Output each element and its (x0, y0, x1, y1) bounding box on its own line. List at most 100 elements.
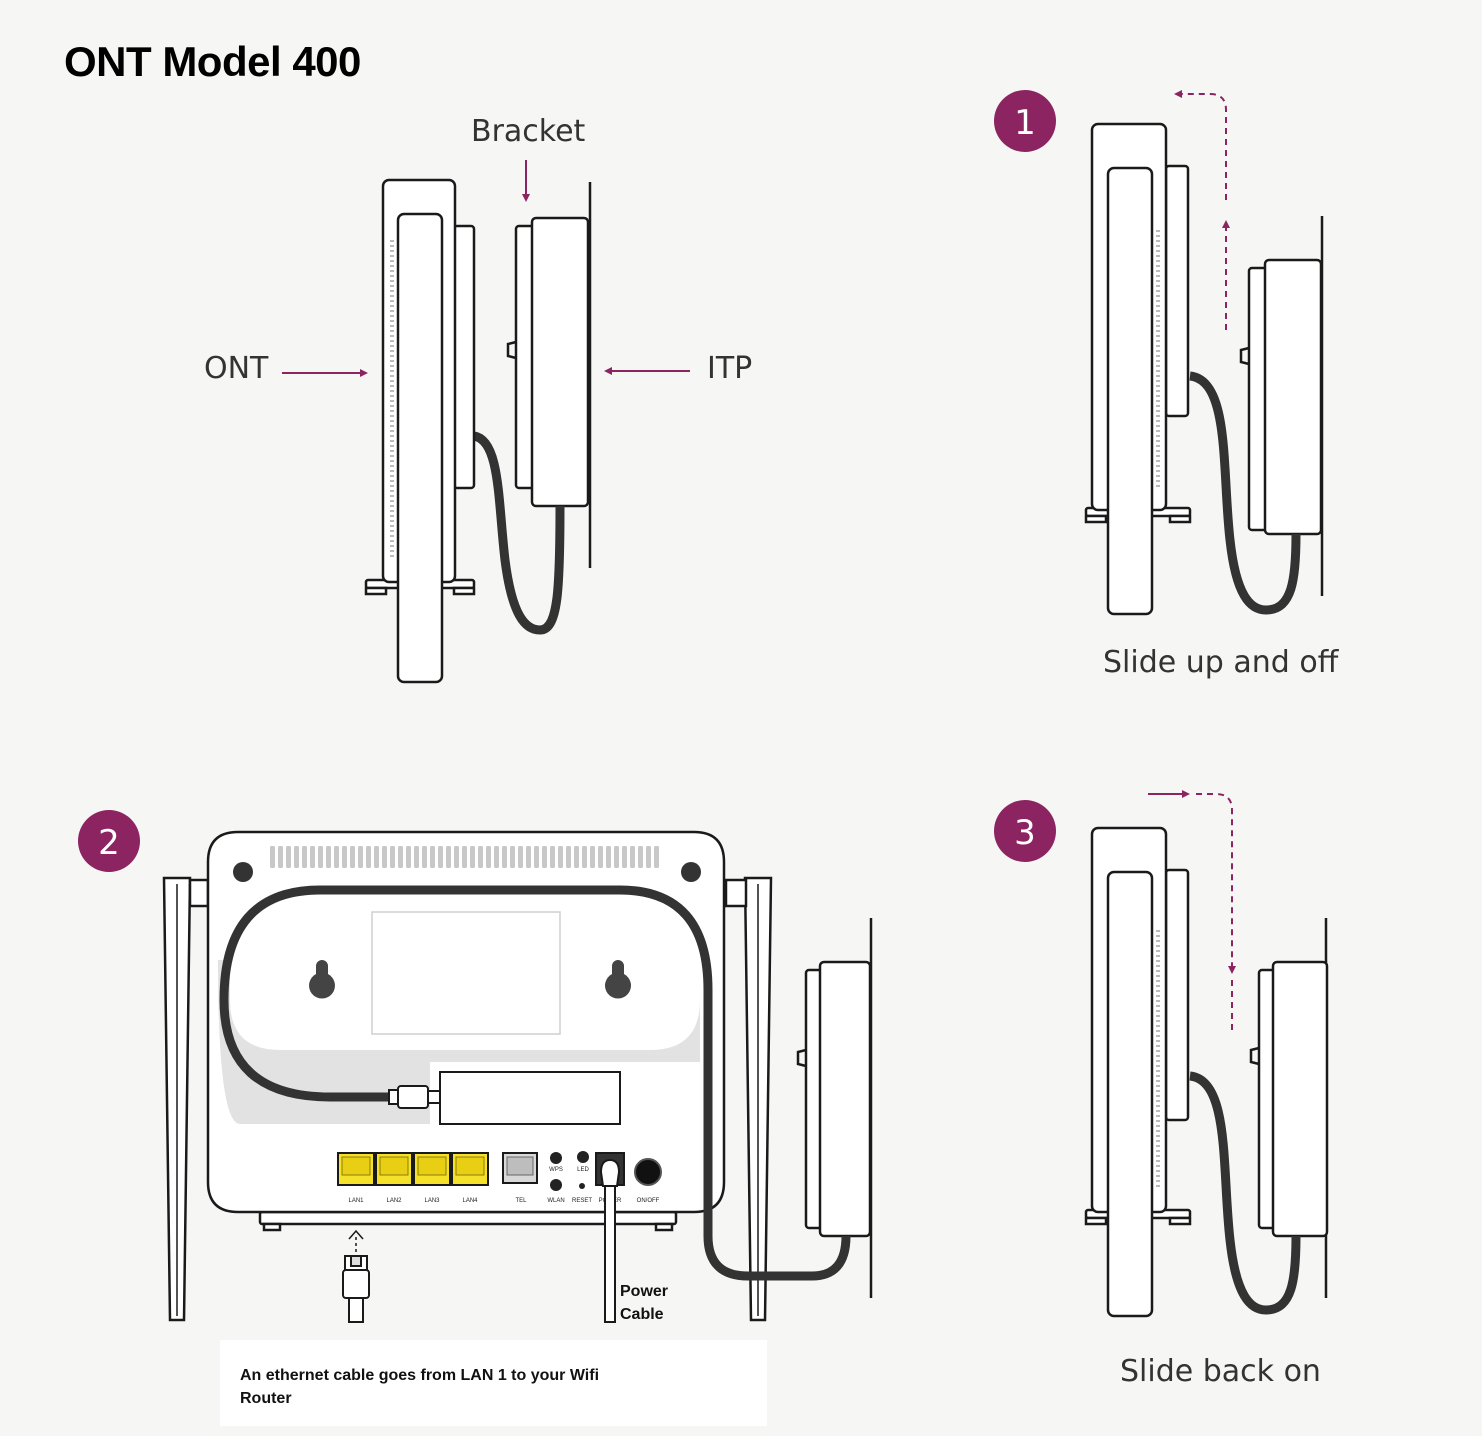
lan-port-label: LAN4 (462, 1198, 478, 1204)
power-cable (599, 1158, 621, 1323)
step-2-ont-back-view (162, 830, 873, 1322)
vent-slot (558, 846, 563, 868)
bracket-clip (506, 340, 517, 360)
step-3-caption: Slide back on (1120, 1354, 1321, 1389)
main-label-arrows (282, 160, 690, 377)
vent-slot (318, 846, 323, 868)
vent-slot (510, 846, 515, 868)
wps-button (550, 1152, 562, 1164)
vent-slot (398, 846, 403, 868)
vent-slot (526, 846, 531, 868)
itp-box (530, 216, 590, 508)
fibre-connector (397, 1085, 429, 1109)
vent-slot (590, 846, 595, 868)
vent-slot (334, 846, 339, 868)
onoff-switch (634, 1158, 662, 1186)
slide-down-arrow (1196, 793, 1236, 974)
vent-slot (614, 846, 619, 868)
vent-slot (566, 846, 571, 868)
step-3-illustration (1084, 826, 1329, 1318)
lan-port-label: LAN2 (386, 1198, 402, 1204)
itp-box (1271, 960, 1329, 1238)
wlan-label: WLAN (547, 1198, 564, 1204)
vent-slot (654, 846, 659, 868)
vent-slot (350, 846, 355, 868)
ethernet-insert-arrow (348, 1229, 364, 1240)
vent-slot (286, 846, 291, 868)
lan-port-label: LAN3 (424, 1198, 440, 1204)
lan-port-label: LAN1 (348, 1198, 364, 1204)
vent-slot (414, 846, 419, 868)
fibre-cable-loop (219, 885, 851, 1281)
vent-slot (606, 846, 611, 868)
svg-text:3: 3 (1014, 813, 1036, 853)
tel-port-label: TEL (515, 1198, 527, 1204)
vent-slot (270, 846, 275, 868)
fibre-port-cover (439, 1071, 621, 1125)
vent-slot (542, 846, 547, 868)
screw-hole (233, 862, 253, 882)
vent-slot (638, 846, 643, 868)
main-side-view (364, 178, 592, 684)
step-badge-1: 1 (994, 90, 1056, 152)
svg-text:2: 2 (98, 823, 120, 863)
keyhole-mount (309, 960, 335, 999)
ethernet-note-text: An ethernet cable goes from LAN 1 to you… (240, 1367, 600, 1407)
step-badge-3: 3 (994, 800, 1056, 862)
vent-slot (366, 846, 371, 868)
itp-label: ITP (707, 351, 753, 386)
vent-slot (326, 846, 331, 868)
vent-slot (574, 846, 579, 868)
fibre-cable (472, 431, 565, 635)
vent-slot (454, 846, 459, 868)
wlan-button (550, 1179, 562, 1191)
ethernet-note-box: An ethernet cable goes from LAN 1 to you… (220, 1340, 767, 1426)
tel-port (502, 1152, 538, 1184)
lan-port-3: LAN3 (413, 1152, 451, 1204)
vent-slot (494, 846, 499, 868)
lan-port-1: LAN1 (337, 1152, 375, 1204)
vent-slot (534, 846, 539, 868)
svg-text:1: 1 (1014, 103, 1036, 143)
product-label-panel (371, 911, 561, 1035)
slide-off-arrow (1174, 90, 1227, 200)
lan-ports: LAN1 LAN2 LAN3 LAN4 (337, 1152, 489, 1204)
vent-slot (486, 846, 491, 868)
lan-port-2: LAN2 (375, 1152, 413, 1204)
vent-slot (382, 846, 387, 868)
itp-box (818, 960, 872, 1238)
vent-slot (374, 846, 379, 868)
itp-box (1263, 258, 1323, 536)
ont-front-panel (396, 212, 444, 684)
ont-label: ONT (204, 351, 269, 386)
vent-slot (518, 846, 523, 868)
vent-slot (470, 846, 475, 868)
vent-slot (430, 846, 435, 868)
vent-slot (446, 846, 451, 868)
step-1-illustration (1084, 122, 1324, 616)
step-1-caption: Slide up and off (1103, 645, 1339, 680)
led-label: LED (577, 1167, 589, 1173)
onoff-label: ON/OFF (637, 1198, 660, 1204)
keyhole-mount (605, 960, 631, 999)
vent-slot (310, 846, 315, 868)
vent-slot (598, 846, 603, 868)
ont-bracket (452, 224, 476, 490)
power-cable-label: Power Cable (620, 1283, 669, 1323)
ethernet-plug (342, 1255, 370, 1323)
vent-slot (406, 846, 411, 868)
vent-slot (550, 846, 555, 868)
vent-slot (358, 846, 363, 868)
vent-slot (294, 846, 299, 868)
vent-slots (270, 846, 659, 868)
power-plug (599, 1158, 621, 1187)
lan-port-4: LAN4 (451, 1152, 489, 1204)
vent-slot (302, 846, 307, 868)
vent-slot (502, 846, 507, 868)
vent-slot (478, 846, 483, 868)
page-title: ONT Model 400 (64, 38, 361, 85)
vent-slot (278, 846, 283, 868)
wps-label: WPS (549, 1167, 563, 1173)
